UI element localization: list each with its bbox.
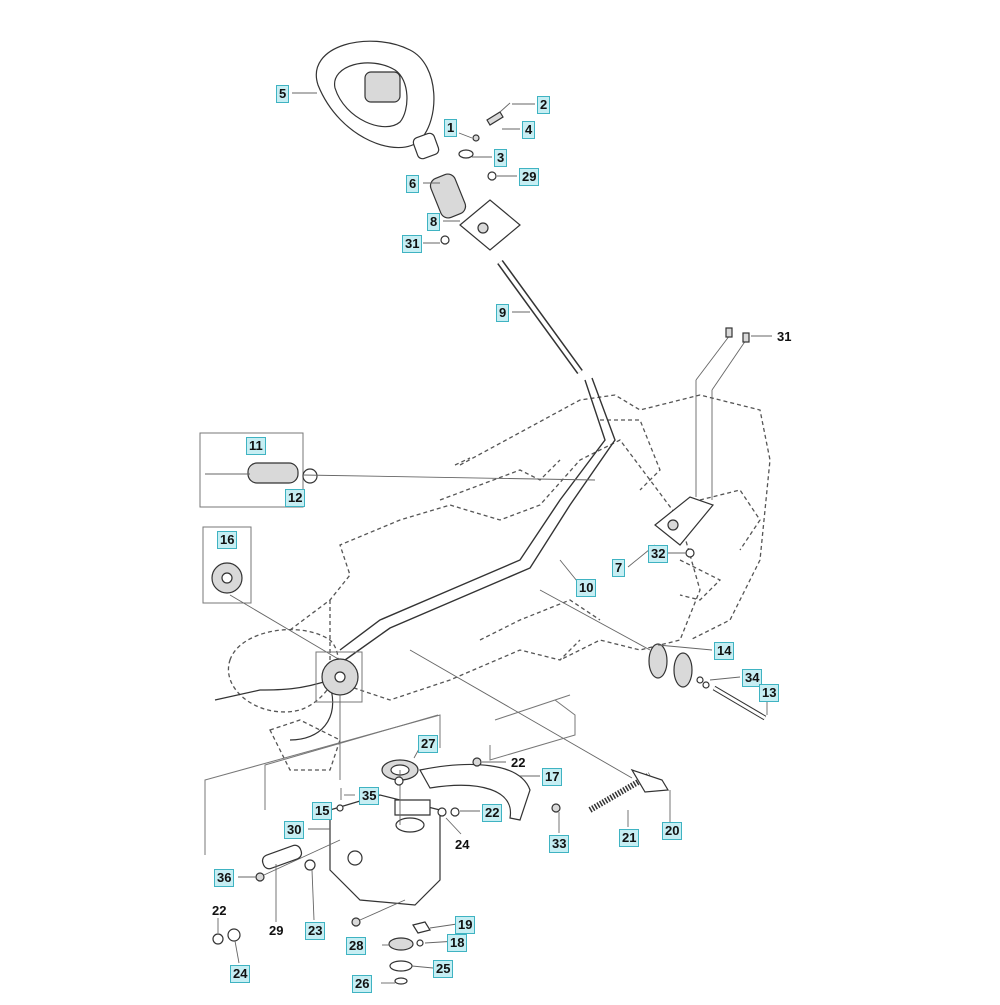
callout-35[interactable]: 35 xyxy=(359,787,380,805)
callout-15[interactable]: 15 xyxy=(312,802,333,820)
callout-23[interactable]: 23 xyxy=(305,922,326,940)
gear-housing-drawing xyxy=(212,757,561,985)
callout-10[interactable]: 10 xyxy=(576,579,597,597)
callout-25[interactable]: 25 xyxy=(433,960,454,978)
callout-29-upper[interactable]: 29 xyxy=(519,168,540,186)
steering-cable-drawing xyxy=(214,377,616,741)
callout-22-left[interactable]: 22 xyxy=(212,903,227,918)
tractor-frame-drawing xyxy=(227,394,771,771)
callout-34[interactable]: 34 xyxy=(742,669,763,687)
callout-6[interactable]: 6 xyxy=(406,175,420,193)
leader-lines xyxy=(217,92,772,984)
steering-shaft-drawing xyxy=(497,259,583,375)
callout-32[interactable]: 32 xyxy=(648,545,669,563)
callout-21[interactable]: 21 xyxy=(619,829,640,847)
callout-22-arm[interactable]: 22 xyxy=(511,755,526,770)
callout-16[interactable]: 16 xyxy=(217,531,238,549)
callout-12[interactable]: 12 xyxy=(285,489,306,507)
return-spring-drawing xyxy=(409,649,670,813)
callout-7[interactable]: 7 xyxy=(612,559,626,577)
callout-14[interactable]: 14 xyxy=(714,642,735,660)
callout-3[interactable]: 3 xyxy=(494,149,508,167)
callout-31-plate[interactable]: 31 xyxy=(402,235,423,253)
callout-18[interactable]: 18 xyxy=(447,934,468,952)
callout-1[interactable]: 1 xyxy=(444,119,458,137)
callout-27[interactable]: 27 xyxy=(418,735,439,753)
callout-20[interactable]: 20 xyxy=(662,822,683,840)
callout-30[interactable]: 30 xyxy=(284,821,305,839)
pulley-detail-frame xyxy=(202,526,252,604)
callout-13[interactable]: 13 xyxy=(759,684,780,702)
callout-29-pin[interactable]: 29 xyxy=(269,923,284,938)
callout-5[interactable]: 5 xyxy=(276,85,290,103)
callout-24-right[interactable]: 24 xyxy=(455,837,470,852)
pulleys-drawing xyxy=(539,589,767,721)
callout-9[interactable]: 9 xyxy=(496,304,510,322)
cable-clamp-detail-frame xyxy=(199,432,304,508)
callout-28[interactable]: 28 xyxy=(346,937,367,955)
bracket-drawing xyxy=(654,327,750,558)
steering-wheel-drawing xyxy=(315,40,440,160)
callout-2[interactable]: 2 xyxy=(537,96,551,114)
callout-19[interactable]: 19 xyxy=(455,916,476,934)
callout-24-left[interactable]: 24 xyxy=(230,965,251,983)
callout-4[interactable]: 4 xyxy=(522,121,536,139)
callout-33[interactable]: 33 xyxy=(549,835,570,853)
callout-22-right[interactable]: 22 xyxy=(482,804,503,822)
callout-31-bracket[interactable]: 31 xyxy=(777,329,792,344)
callout-17[interactable]: 17 xyxy=(542,768,563,786)
steering-hub-drawing xyxy=(429,102,521,251)
callout-8[interactable]: 8 xyxy=(427,213,441,231)
callout-26[interactable]: 26 xyxy=(352,975,373,993)
callout-11[interactable]: 11 xyxy=(246,437,266,455)
callout-36[interactable]: 36 xyxy=(214,869,235,887)
